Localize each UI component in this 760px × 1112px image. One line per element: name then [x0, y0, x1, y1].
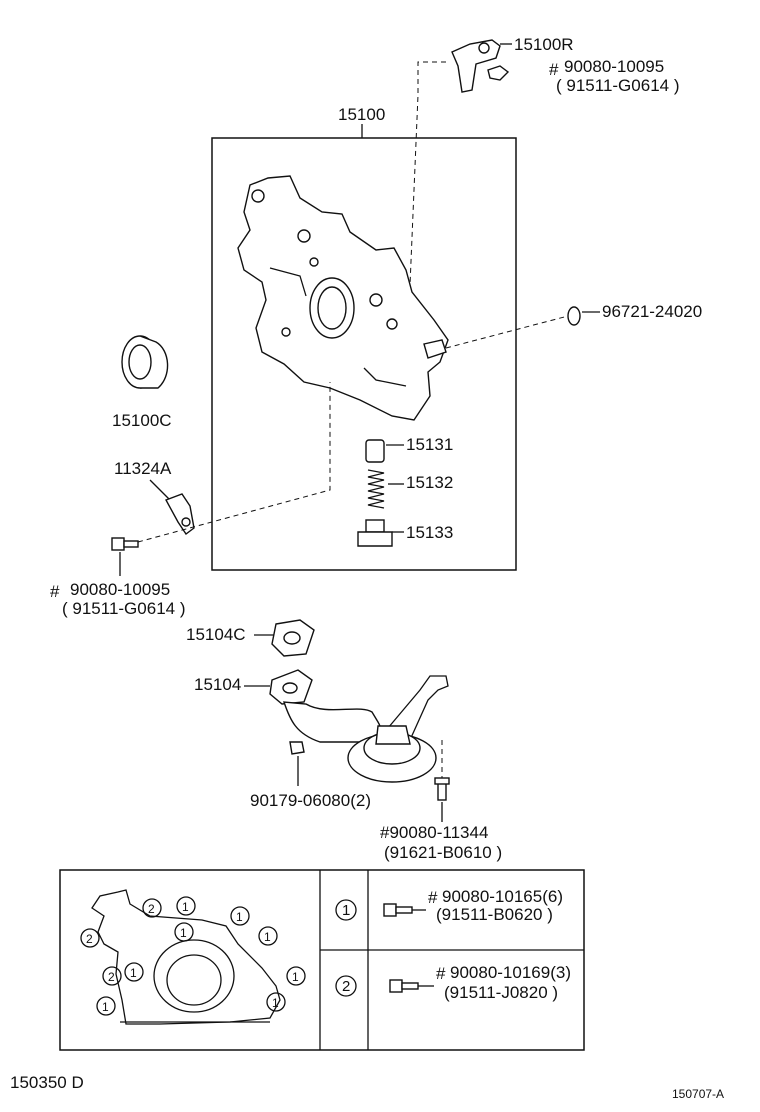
label-sensor-bolt-alt: ( 91511-G0614 ) — [556, 76, 679, 95]
svg-text:1: 1 — [292, 970, 299, 984]
svg-text:1: 1 — [272, 996, 279, 1010]
footer-left-code: 150350 D — [10, 1073, 84, 1092]
strainer-gasket[interactable] — [271, 619, 315, 657]
label-bolt1: 90080-10165(6) — [442, 887, 563, 906]
hash-mark-3: # — [428, 888, 438, 907]
legend-marker-1-text: 1 — [342, 902, 350, 919]
label-bolt1-alt: (91511-B0620 ) — [436, 905, 553, 924]
bracket-bolt[interactable] — [111, 537, 139, 551]
svg-text:2: 2 — [86, 932, 93, 946]
footer-right-code: 150707-A — [672, 1087, 724, 1101]
legend-marker-2-text: 2 — [342, 978, 350, 995]
svg-text:1: 1 — [180, 926, 187, 940]
bolt-position-markers: 2 1 2 1 1 1 2 1 1 1 1 — [80, 896, 306, 1016]
svg-text:1: 1 — [182, 900, 189, 914]
label-pump: 15100 — [338, 105, 385, 124]
relief-plug[interactable] — [357, 519, 393, 547]
label-strainer-bolt-alt: (91621-B0610 ) — [384, 843, 502, 862]
label-gasket: 15104C — [186, 625, 246, 644]
legend-marker-2 — [335, 975, 357, 997]
svg-text:2: 2 — [148, 902, 155, 916]
bolt-type-1[interactable] — [383, 903, 413, 917]
label-valve: 15131 — [406, 435, 453, 454]
bolt-type-2[interactable] — [389, 979, 419, 993]
svg-text:1: 1 — [236, 910, 243, 924]
label-bracket: 11324A — [114, 459, 172, 478]
hash-mark-2: # — [50, 582, 60, 601]
o-ring[interactable] — [567, 306, 581, 326]
legend-marker-1 — [335, 899, 357, 921]
hash-mark-1: # — [549, 60, 559, 79]
label-seal: 15100C — [112, 411, 172, 430]
svg-text:2: 2 — [108, 970, 115, 984]
bolt-location-table — [59, 869, 585, 1051]
label-strainer: 15104 — [194, 675, 241, 694]
label-strainer-bolt: #90080-11344 — [380, 823, 488, 842]
pump-bolt-location-diagram — [91, 889, 281, 1025]
svg-text:1: 1 — [264, 930, 271, 944]
label-bracket-bolt-alt: ( 91511-G0614 ) — [62, 599, 185, 618]
oil-seal[interactable] — [121, 335, 169, 389]
label-sensor: 15100R — [514, 35, 574, 54]
label-nut: 90179-06080(2) — [250, 791, 371, 810]
label-bracket-bolt: 90080-10095 — [70, 580, 170, 599]
label-bolt2-alt: (91511-J0820 ) — [444, 983, 558, 1002]
strainer-nut[interactable] — [289, 741, 305, 755]
oil-strainer[interactable] — [269, 669, 449, 783]
hash-mark-4: # — [436, 964, 446, 983]
svg-text:1: 1 — [130, 966, 137, 980]
pump-assembly-frame — [211, 137, 517, 571]
strainer-bolt[interactable] — [434, 777, 450, 801]
bracket[interactable] — [164, 493, 195, 536]
label-sensor-bolt: 90080-10095 — [564, 57, 664, 76]
label-bolt2: 90080-10169(3) — [450, 963, 571, 982]
label-spring: 15132 — [406, 473, 453, 492]
oil-pump-body[interactable] — [237, 175, 449, 421]
relief-spring[interactable] — [367, 469, 385, 509]
label-oring: 96721-24020 — [602, 302, 702, 321]
crank-position-sensor[interactable] — [451, 39, 510, 93]
label-plug: 15133 — [406, 523, 453, 542]
svg-text:1: 1 — [102, 1000, 109, 1014]
relief-valve[interactable] — [365, 439, 385, 463]
